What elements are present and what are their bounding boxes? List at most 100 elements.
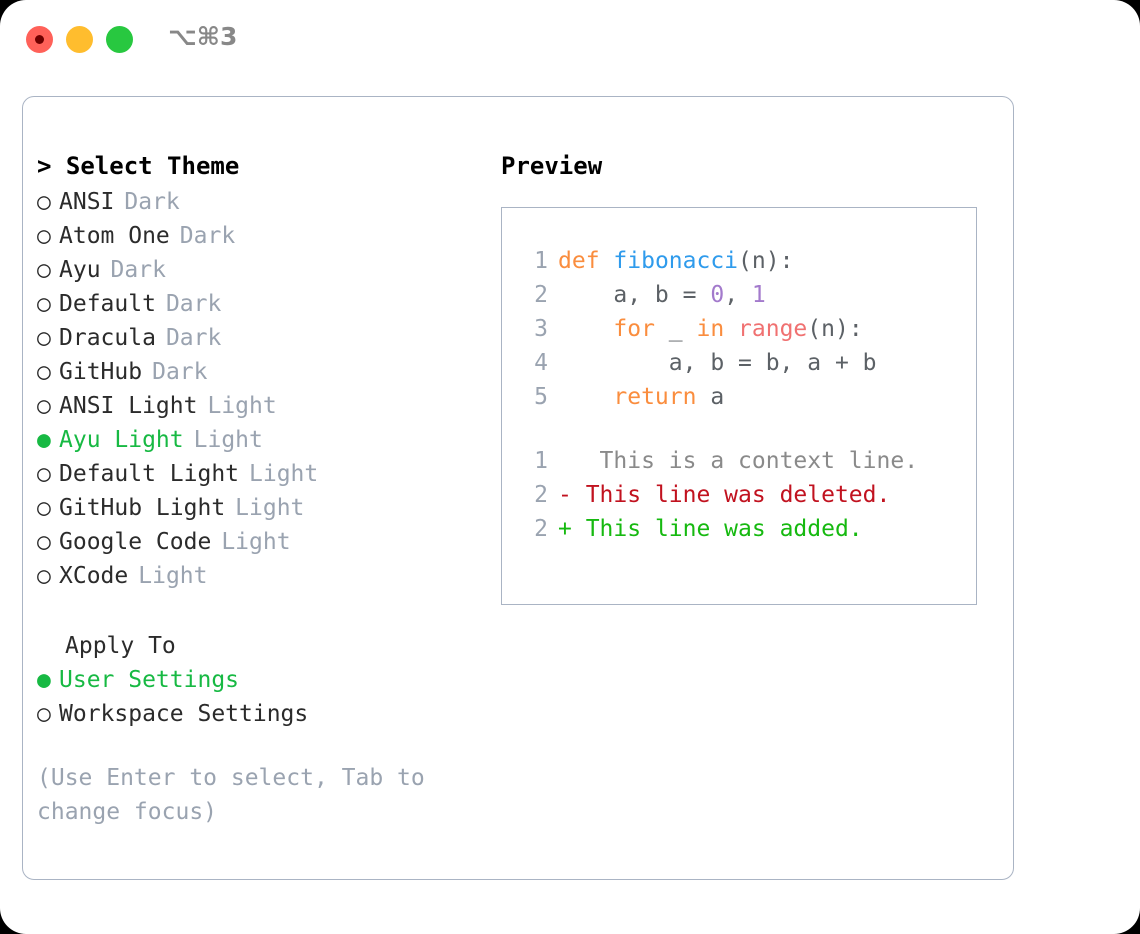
- theme-variant-badge: Light: [138, 563, 208, 589]
- theme-option-label: Ayu: [59, 257, 101, 283]
- apply-to-list: ● User Settings ○ Workspace Settings: [37, 663, 487, 731]
- theme-variant-badge: Dark: [110, 257, 166, 283]
- radio-selected-icon: ●: [37, 667, 51, 693]
- preview-column: Preview 1 def fibonacci(n): 2 a, b = 0, 1 3…: [501, 147, 977, 605]
- theme-option-label: ANSI Light: [59, 393, 198, 419]
- theme-option-label: Default: [59, 291, 156, 317]
- code-token: [724, 316, 738, 342]
- code-line: 3 for _ in range(n):: [502, 312, 976, 346]
- diff-marker: +: [558, 516, 572, 542]
- code-diff-gap: [502, 414, 976, 444]
- section-header-select-theme: > Select Theme: [37, 152, 240, 180]
- keyboard-hint-text: (Use Enter to select, Tab to change focu…: [37, 765, 425, 825]
- theme-option-label: Atom One: [59, 223, 170, 249]
- radio-unselected-icon: ○: [37, 359, 51, 385]
- apply-to-option-user-settings[interactable]: ● User Settings: [37, 663, 487, 697]
- theme-option-label: GitHub Light: [59, 495, 226, 521]
- code-token: def: [558, 248, 600, 274]
- theme-option-label: XCode: [59, 563, 129, 589]
- apply-to-option-label: User Settings: [59, 667, 240, 693]
- radio-unselected-icon: ○: [37, 461, 51, 487]
- theme-option-label: Default Light: [59, 461, 240, 487]
- code-line: 1 def fibonacci(n):: [502, 244, 976, 278]
- close-button[interactable]: [26, 26, 53, 53]
- code-line: 5 return a: [502, 380, 976, 414]
- theme-variant-badge: Dark: [165, 291, 222, 317]
- code-token: range: [738, 316, 808, 342]
- radio-unselected-icon: ○: [37, 189, 51, 215]
- theme-option-github[interactable]: ○ GitHub Dark: [37, 355, 487, 389]
- theme-option-label: Ayu Light: [59, 427, 184, 453]
- theme-variant-badge: Light: [235, 495, 305, 521]
- theme-option-default[interactable]: ○ Default Dark: [37, 287, 487, 321]
- minimize-button[interactable]: [66, 26, 93, 53]
- line-number: 2: [534, 516, 548, 542]
- diff-marker: -: [558, 482, 572, 508]
- theme-variant-badge: Dark: [152, 359, 208, 385]
- diff-line-del: 2- This line was deleted.: [502, 478, 976, 512]
- code-line: 4 a, b = b, a + b: [502, 346, 976, 380]
- code-token: fibonacci: [613, 248, 739, 274]
- theme-variant-badge: Dark: [165, 325, 222, 351]
- line-number: 2: [534, 282, 548, 308]
- theme-option-label: GitHub: [59, 359, 143, 385]
- theme-option-dracula[interactable]: ○ Dracula Dark: [37, 321, 487, 355]
- code-token: (n):: [738, 248, 794, 274]
- code-token: ,: [724, 282, 752, 308]
- apply-to-title: Apply To: [65, 633, 176, 659]
- diff-text: This line was added.: [571, 516, 863, 542]
- code-token: a: [696, 384, 725, 410]
- diff-lines: 1 This is a context line.2- This line wa…: [502, 444, 976, 546]
- line-number: 3: [534, 316, 548, 342]
- line-number: 1: [534, 248, 548, 274]
- code-token: 0: [710, 282, 725, 308]
- keyboard-shortcut-label: ⌥⌘3: [168, 22, 238, 51]
- theme-option-ayu[interactable]: ○ Ayu Dark: [37, 253, 487, 287]
- diff-line-ctx: 1 This is a context line.: [502, 444, 976, 478]
- apply-to-option-label: Workspace Settings: [59, 701, 309, 727]
- line-number: 4: [534, 350, 548, 376]
- preview-title: Preview: [501, 152, 603, 180]
- diff-text: This line was deleted.: [571, 482, 891, 508]
- theme-variant-badge: Light: [193, 427, 263, 453]
- code-preview-panel: 1 def fibonacci(n): 2 a, b = 0, 1 3 for _ i…: [501, 207, 977, 605]
- theme-variant-badge: Light: [207, 393, 277, 419]
- code-token: return: [613, 384, 697, 410]
- radio-unselected-icon: ○: [37, 223, 51, 249]
- code-lines: 1 def fibonacci(n): 2 a, b = 0, 1 3 for _ i…: [502, 244, 976, 414]
- code-token: [558, 384, 613, 410]
- radio-unselected-icon: ○: [37, 325, 51, 351]
- theme-variant-badge: Light: [221, 529, 291, 555]
- theme-variant-badge: Light: [249, 461, 319, 487]
- radio-unselected-icon: ○: [37, 701, 51, 727]
- radio-unselected-icon: ○: [37, 291, 51, 317]
- theme-option-ayu-light[interactable]: ● Ayu Light Light: [37, 423, 487, 457]
- diff-line-add: 2 + This line was added.: [502, 512, 976, 546]
- theme-option-default-light[interactable]: ○ Default Light Light: [37, 457, 487, 491]
- code-token: a, b = b, a + b: [558, 350, 877, 376]
- code-token: 1: [751, 282, 766, 308]
- code-token: [558, 316, 613, 342]
- radio-unselected-icon: ○: [37, 257, 51, 283]
- radio-selected-icon: ●: [37, 427, 51, 453]
- line-number: 2: [534, 482, 548, 508]
- theme-option-label: Dracula: [59, 325, 156, 351]
- code-token: [600, 248, 614, 274]
- apply-to-option-workspace-settings[interactable]: ○ Workspace Settings: [37, 697, 487, 731]
- radio-unselected-icon: ○: [37, 529, 51, 555]
- line-number: 1: [534, 448, 548, 474]
- code-token: in: [696, 316, 725, 342]
- list-spacer: [37, 593, 487, 629]
- code-token: a, b =: [558, 282, 711, 308]
- maximize-button[interactable]: [106, 26, 133, 53]
- title-bar: ⌥⌘3: [0, 0, 1140, 78]
